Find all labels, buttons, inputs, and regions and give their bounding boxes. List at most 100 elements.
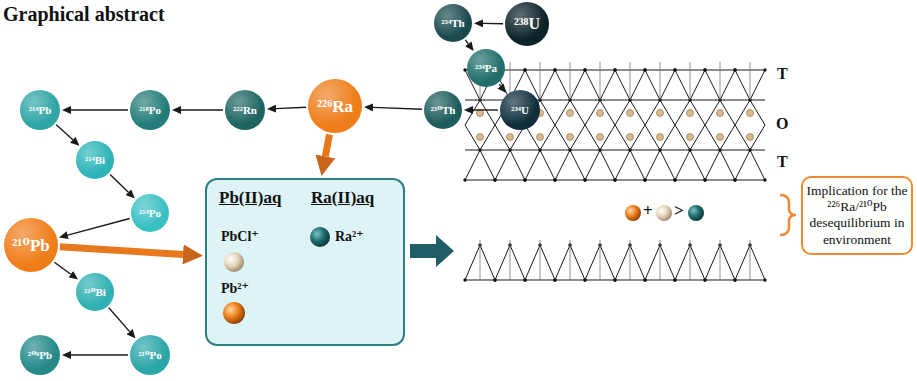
species-heading: Pb(II)aq: [219, 188, 281, 208]
back-edge: [720, 62, 721, 100]
oxygen-dot: [703, 68, 706, 71]
oxygen-dot: [703, 178, 706, 181]
cation-dot: [567, 110, 574, 117]
nuclide-circle: ²³⁴Th: [434, 4, 472, 42]
oxygen-dot: [613, 278, 616, 281]
nuclide-label: ²¹⁰Pb: [12, 237, 49, 254]
octahedron: [675, 100, 705, 150]
back-edge: [600, 240, 601, 280]
flux-arrow: [325, 135, 329, 157]
nuclide-circle: ²³⁴U: [500, 90, 540, 130]
oxygen-dot: [553, 178, 556, 181]
oxygen-dot: [553, 278, 556, 281]
oxygen-dot: [763, 68, 766, 71]
oxygen-dot: [523, 178, 526, 181]
back-edge: [690, 240, 691, 280]
decay-arrow: [71, 109, 128, 110]
cation-dot: [687, 134, 694, 141]
oxygen-dot: [583, 278, 586, 281]
back-edge: [630, 62, 631, 100]
back-edge: [690, 62, 691, 100]
oxygen-dot: [703, 178, 706, 181]
oxygen-dot: [703, 278, 706, 281]
layer-label: T: [777, 154, 788, 170]
oxygen-dot: [493, 178, 496, 181]
oxygen-dot: [583, 68, 586, 71]
back-edge: [600, 62, 601, 100]
oxygen-dot: [733, 278, 736, 281]
sheet-edge: [465, 150, 765, 151]
oxygen-dot: [733, 178, 736, 181]
implication-box: Implication for the ²²⁶Ra/²¹⁰Pb desequil…: [801, 176, 913, 255]
nuclide-label: ²²⁶Ra: [317, 98, 353, 115]
oxygen-dot: [763, 278, 766, 281]
nuclide-circle: ²³⁴Pa: [467, 49, 505, 87]
decay-arrow: [276, 107, 306, 108]
cation-dot: [687, 110, 694, 117]
oxygen-dot: [463, 278, 466, 281]
oxygen-dot: [703, 68, 706, 71]
oxygen-dot: [733, 68, 736, 71]
tetrahedron: [615, 150, 645, 180]
back-edge: [570, 240, 571, 280]
oxygen-dot: [583, 68, 586, 71]
nuclide-circle: ²⁰⁶Pb: [20, 335, 60, 375]
comparison-sign: +: [643, 202, 653, 219]
nuclide-circle: ²¹⁰Po: [130, 335, 170, 375]
octahedron: [735, 100, 765, 150]
octahedron: [465, 100, 495, 150]
back-edge: [630, 240, 631, 280]
cation-dot: [717, 110, 724, 117]
nuclide-label: ²⁰⁶Pb: [28, 350, 52, 361]
decay-arrow: [110, 175, 128, 193]
back-edge: [660, 62, 661, 100]
oxygen-dot: [523, 68, 526, 71]
nuclide-label: ²³⁴Th: [441, 18, 464, 29]
layer-label: O: [776, 116, 788, 132]
decay-arrow: [373, 107, 422, 109]
octahedron: [645, 100, 675, 150]
oxygen-dot: [553, 278, 556, 281]
oxygen-dot: [463, 178, 466, 181]
oxygen-dot: [493, 278, 496, 281]
oxygen-dot: [763, 178, 766, 181]
tetrahedron: [585, 150, 615, 180]
tetrahedron: [465, 150, 495, 180]
decay-arrow: [54, 262, 70, 274]
oxygen-dot: [643, 278, 646, 281]
cation-dot: [627, 110, 634, 117]
oxygen-dot: [583, 278, 586, 281]
nuclide-label: ²¹⁰Bi: [84, 287, 106, 298]
implication-text: Implication for the ²²⁶Ra/²¹⁰Pb desequil…: [806, 183, 908, 248]
oxygen-dot: [583, 178, 586, 181]
tetrahedron: [705, 150, 735, 180]
nuclide-circle: ²¹⁴Po: [131, 194, 169, 232]
nuclide-circle: ²¹⁰Bi: [76, 273, 114, 311]
oxygen-dot: [493, 178, 496, 181]
species-heading: Ra(II)aq: [311, 188, 374, 208]
nuclide-label: ²³⁰Th: [431, 105, 456, 116]
nuclide-label: ²¹⁴Po: [139, 208, 161, 219]
oxygen-dot: [673, 278, 676, 281]
tetrahedron: [675, 150, 705, 180]
back-edge: [480, 240, 481, 280]
oxygen-dot: [703, 278, 706, 281]
oxygen-dot: [673, 68, 676, 71]
cation-dot: [657, 110, 664, 117]
solution-box: Pb(II)aqRa(II)aqPbCl⁺Ra²⁺Pb²⁺: [205, 178, 405, 346]
decay-arrow: [499, 84, 500, 86]
oxygen-dot: [643, 68, 646, 71]
cation-dot: [507, 134, 514, 141]
oxygen-dot: [553, 178, 556, 181]
oxygen-dot: [493, 278, 496, 281]
cation-dot: [597, 134, 604, 141]
layer-label: T: [777, 66, 788, 82]
pb-sphere: [625, 205, 641, 221]
oxygen-dot: [613, 68, 616, 71]
nuclide-circle: ²²²Rn: [225, 90, 265, 130]
nuclide-circle: ²¹⁴Pb: [20, 90, 60, 130]
